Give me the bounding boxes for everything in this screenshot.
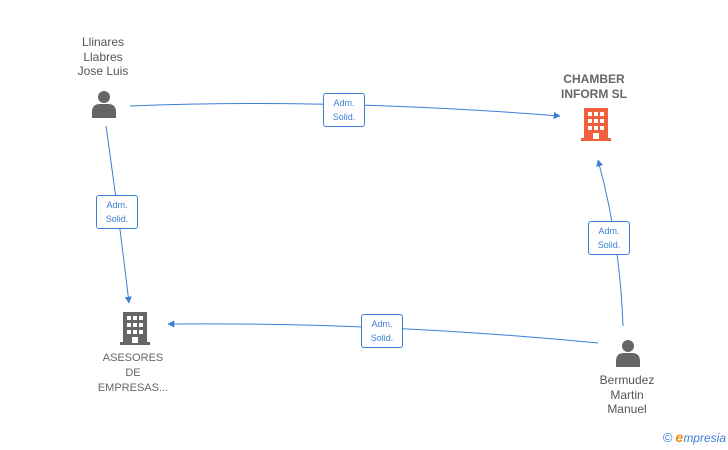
- building-icon[interactable]: [581, 108, 611, 141]
- edge-label-bermudez-asesores: Adm. Solid.: [361, 314, 403, 348]
- person-icon[interactable]: [92, 91, 116, 118]
- person-label-llinares[interactable]: Llinares Llabres Jose Luis: [77, 35, 129, 78]
- edge-label-bermudez-chamber: Adm. Solid.: [588, 221, 630, 255]
- brand-watermark: ©empresia: [663, 429, 726, 445]
- edge-label-llinares-chamber: Adm. Solid.: [323, 93, 365, 127]
- person-label-bermudez[interactable]: Bermudez Martin Manuel: [599, 373, 655, 416]
- edge-label-llinares-asesores: Adm. Solid.: [96, 195, 138, 229]
- company-label-chamber[interactable]: CHAMBER INFORM SL: [561, 72, 627, 101]
- edge-label-line2: Solid.: [597, 240, 621, 250]
- edge-label-line1: Adm.: [371, 319, 393, 329]
- brand-logo-e: e: [675, 429, 684, 445]
- edge-label-line1: Adm.: [106, 200, 128, 210]
- edge-label-line2: Solid.: [332, 112, 356, 122]
- edge-label-line1: Adm.: [333, 98, 355, 108]
- brand-name: mpresia: [683, 431, 726, 445]
- person-icon[interactable]: [616, 340, 640, 367]
- building-icon[interactable]: [120, 312, 150, 345]
- copyright-symbol: ©: [662, 430, 673, 445]
- company-label-asesores[interactable]: ASESORES DE EMPRESAS...: [97, 352, 169, 394]
- edge-label-line2: Solid.: [370, 333, 394, 343]
- edge-label-line2: Solid.: [105, 214, 129, 224]
- edge-label-line1: Adm.: [598, 226, 620, 236]
